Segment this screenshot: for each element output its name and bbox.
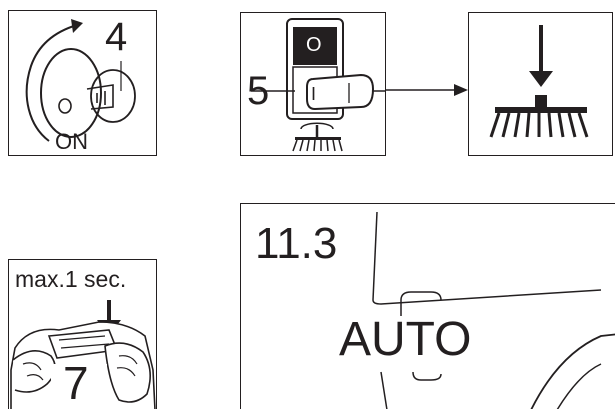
hand-press-illustration: [10, 300, 156, 409]
ignition-key-panel: 4 ON: [8, 10, 157, 156]
auto-display-panel: 11.3 AUTO: [240, 203, 615, 409]
brush-down-icon: [489, 25, 589, 138]
step-number-4: 4: [105, 15, 128, 59]
auto-mode-label: AUTO: [339, 313, 472, 366]
rocker-switch-illustration: [251, 18, 385, 152]
brush-switch-panel: O I 5: [240, 12, 386, 156]
switch-on-label: I: [311, 84, 317, 104]
duration-caption: max.1 sec.: [15, 266, 127, 292]
key-on-label: ON: [55, 129, 88, 154]
switch-off-label: O: [306, 34, 322, 56]
brush-lowered-panel: [468, 12, 613, 156]
ignition-key-illustration: [25, 19, 136, 142]
step-number-7: 7: [63, 357, 89, 409]
step-number-5: 5: [247, 69, 270, 113]
auto-display-illustration: [372, 211, 615, 409]
hand-pad-panel: max.1 sec. 7: [8, 259, 157, 409]
section-number: 11.3: [255, 219, 338, 268]
